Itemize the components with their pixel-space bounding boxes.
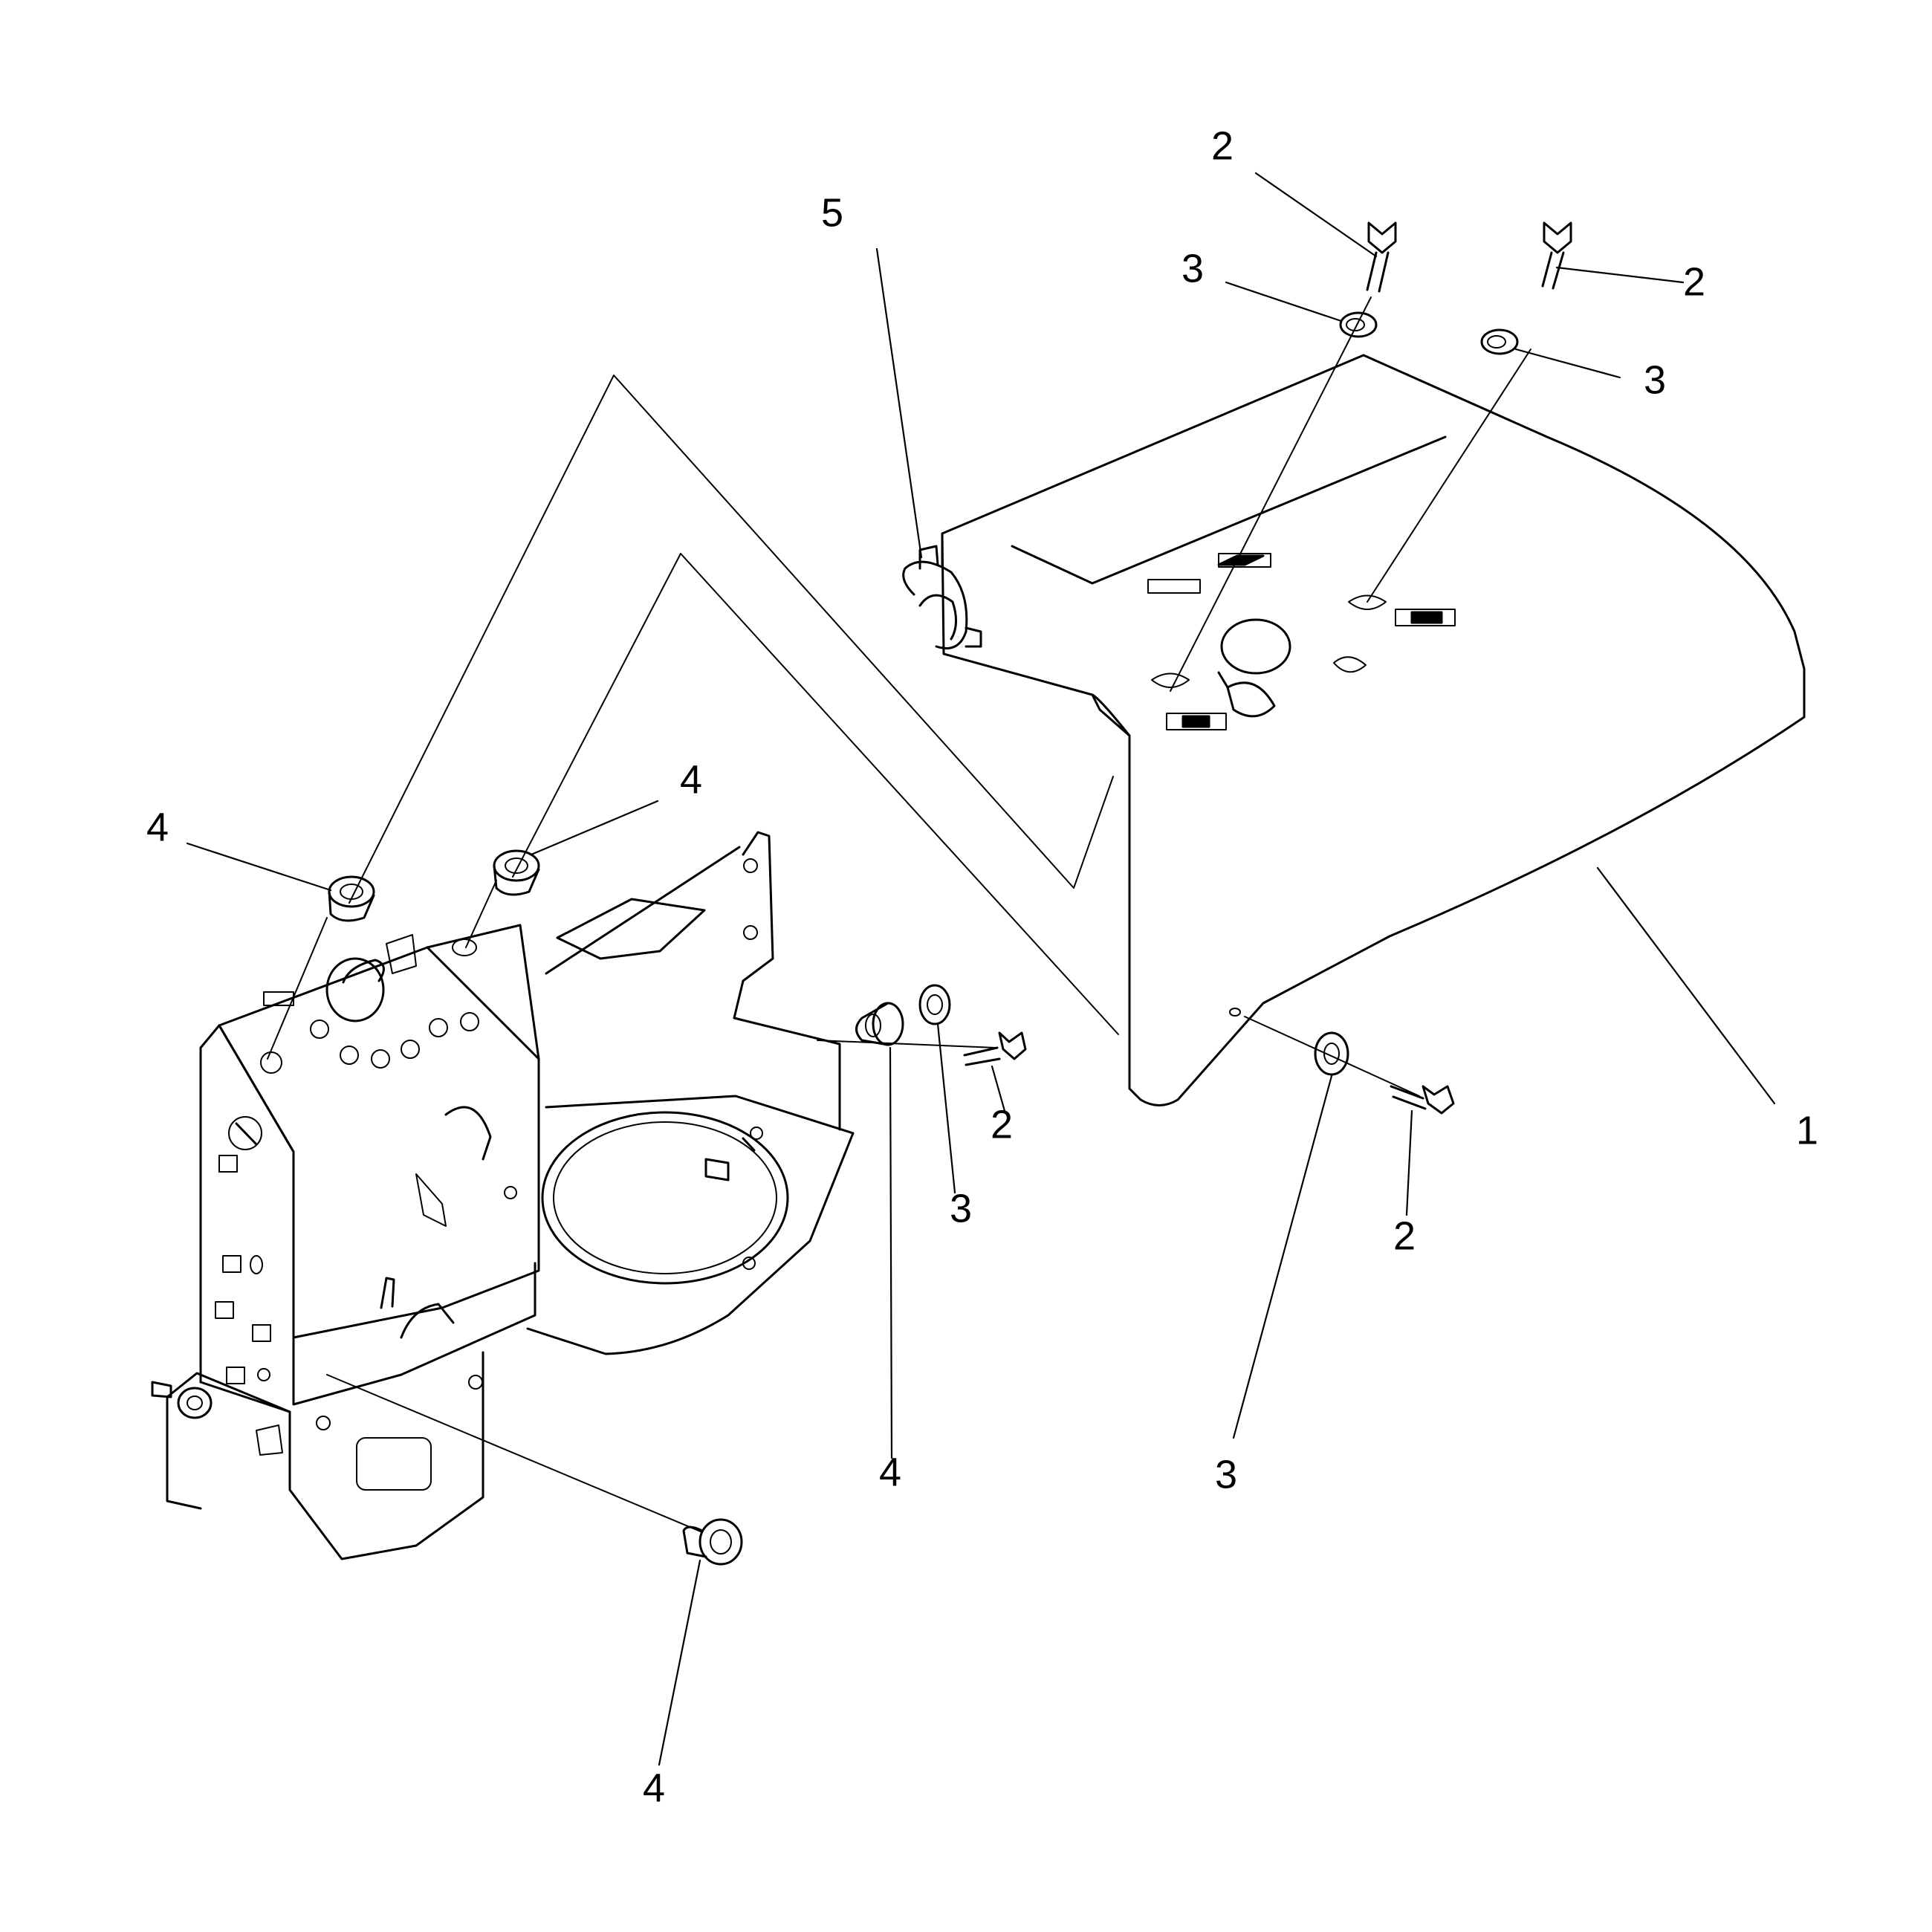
callout-3-top-right: 3 xyxy=(1644,357,1666,402)
grommet-part-4-b xyxy=(493,849,540,896)
callout-3-right: 3 xyxy=(1215,1452,1237,1497)
grommet-part-4-d xyxy=(682,1518,743,1566)
bolt-part-2-c xyxy=(963,1031,1027,1066)
washer-part-3-d xyxy=(1314,1031,1349,1076)
grommet-part-4-a xyxy=(328,875,375,922)
callout-labels: 2 3 2 3 5 4 4 2 3 4 1 2 3 4 xyxy=(146,123,1818,1810)
callout-4-left: 4 xyxy=(146,805,169,849)
clip-part-5 xyxy=(902,545,982,649)
callout-3-top-left: 3 xyxy=(1181,246,1204,291)
cover-part-1 xyxy=(941,354,1806,1106)
callout-1: 1 xyxy=(1796,1108,1818,1153)
callout-2-right: 2 xyxy=(1393,1213,1416,1258)
grommet-part-4-c xyxy=(855,1002,904,1046)
bolt-part-2-d xyxy=(1390,1085,1455,1115)
bolt-part-2-b xyxy=(1541,221,1572,290)
assembly-lines xyxy=(267,296,1531,1533)
bolt-part-2-a xyxy=(1366,221,1397,293)
callout-4-bottom: 4 xyxy=(643,1766,665,1810)
callout-2-top-right: 2 xyxy=(1683,259,1705,304)
callout-4-center: 4 xyxy=(879,1450,901,1494)
callout-3-center: 3 xyxy=(950,1186,972,1231)
callout-2-top-left: 2 xyxy=(1211,123,1234,168)
callout-2-center: 2 xyxy=(991,1102,1013,1147)
washer-part-3-a xyxy=(1339,311,1378,338)
washer-part-3-c xyxy=(918,984,951,1025)
leader-lines xyxy=(186,172,1776,1766)
washer-part-3-b xyxy=(1480,328,1519,355)
callout-4-center-top: 4 xyxy=(680,757,702,802)
callout-5: 5 xyxy=(821,190,843,235)
bracket-assembly xyxy=(151,831,855,1560)
